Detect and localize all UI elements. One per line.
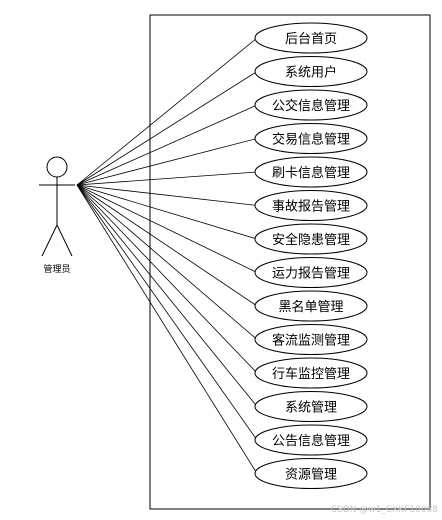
association-line <box>76 184 258 474</box>
use-case-ellipse <box>254 357 368 389</box>
use-case-label: 系统用户 <box>285 65 337 81</box>
use-case-ellipse <box>254 391 368 422</box>
use-case: 事故报告管理 <box>254 190 368 221</box>
use-case: 刷卡信息管理 <box>254 156 368 188</box>
use-case-label: 黑名单管理 <box>278 299 343 315</box>
use-case-ellipse <box>254 89 368 121</box>
use-case-label: 行车监控管理 <box>272 366 350 382</box>
use-case-label: 后台首页 <box>285 32 337 47</box>
actor-label: 管理员 <box>43 263 70 275</box>
association-line <box>76 71 258 186</box>
association-line <box>76 184 258 441</box>
use-case-label: 公交信息管理 <box>272 98 350 114</box>
use-case: 公告信息管理 <box>254 424 368 456</box>
association-lines <box>76 37 258 474</box>
use-case-label: 客流监测管理 <box>272 333 350 349</box>
use-case-label: 事故报告管理 <box>272 200 350 215</box>
use-case: 运力报告管理 <box>254 257 368 288</box>
use-case-ellipse <box>254 123 368 154</box>
actor-left-leg <box>41 224 58 257</box>
use-case-label: 运力报告管理 <box>272 267 350 282</box>
association-line <box>76 104 258 186</box>
use-case: 公交信息管理 <box>254 89 368 121</box>
use-cases: 后台首页系统用户公交信息管理交易信息管理刷卡信息管理事故报告管理安全隐患管理运力… <box>254 22 368 489</box>
association-line <box>76 184 258 307</box>
association-line <box>76 184 258 340</box>
association-line <box>76 184 258 374</box>
association-line <box>76 184 258 407</box>
watermark: CSDN @w1_CXKF10088 <box>331 505 439 515</box>
actor-right-leg <box>56 224 73 257</box>
use-case: 系统管理 <box>254 391 368 422</box>
use-case-label: 公告信息管理 <box>272 433 350 449</box>
association-line <box>76 37 258 186</box>
use-case: 交易信息管理 <box>254 123 368 154</box>
use-case-ellipse <box>254 56 368 87</box>
use-case: 系统用户 <box>254 56 368 87</box>
system-boundary <box>149 14 431 510</box>
use-case-label: 安全隐患管理 <box>272 232 350 248</box>
actor-head <box>46 156 68 178</box>
use-case-ellipse <box>254 22 368 54</box>
actor-figure <box>39 156 75 257</box>
use-case: 黑名单管理 <box>254 290 368 322</box>
association-line <box>76 184 258 273</box>
use-case-label: 系统管理 <box>285 401 337 416</box>
association-line <box>76 171 258 186</box>
use-case: 客流监测管理 <box>254 324 368 355</box>
use-case-ellipse <box>254 223 368 255</box>
association-line <box>76 184 258 240</box>
use-case-ellipse <box>254 324 368 355</box>
use-case-ellipse <box>254 424 368 456</box>
use-case-ellipse <box>254 290 368 322</box>
use-case-ellipse <box>254 190 368 221</box>
use-case-label: 资源管理 <box>285 468 337 483</box>
use-case-ellipse <box>254 156 368 188</box>
association-line <box>76 138 258 186</box>
use-case-ellipse <box>254 458 368 489</box>
use-case: 行车监控管理 <box>254 357 368 389</box>
use-case-ellipse <box>254 257 368 288</box>
use-case-label: 刷卡信息管理 <box>272 165 350 181</box>
use-case: 安全隐患管理 <box>254 223 368 255</box>
use-case: 后台首页 <box>254 22 368 54</box>
use-case-label: 交易信息管理 <box>272 132 350 148</box>
association-line <box>76 184 258 206</box>
use-case: 资源管理 <box>254 458 368 489</box>
